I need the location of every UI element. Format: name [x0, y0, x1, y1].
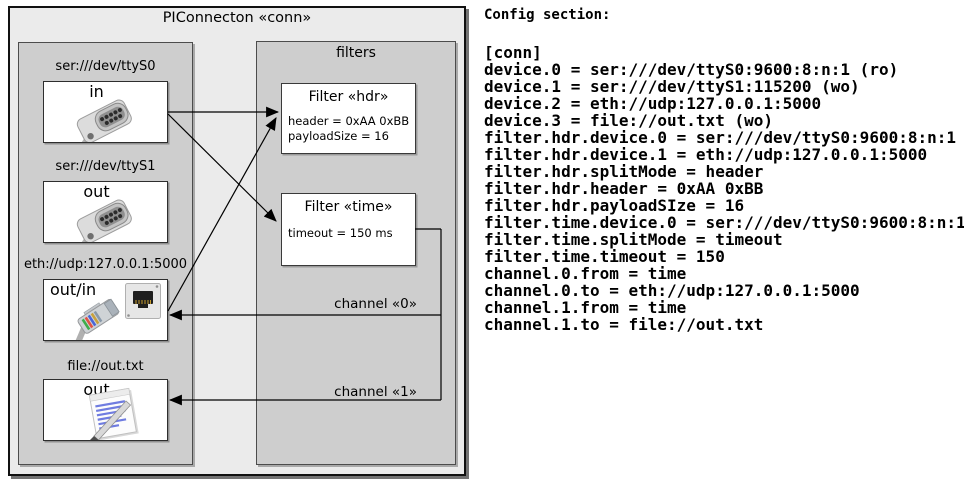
config-line: filter.hdr.header = 0xAA 0xBB [484, 179, 764, 198]
config-line: [conn] [484, 43, 542, 62]
device-label-ttys1: ser:///dev/ttyS1 [55, 159, 156, 174]
serial-connector-icon [74, 99, 132, 142]
config-line: filter.hdr.payloadSIze = 16 [484, 196, 745, 215]
filters-panel-title: filters [336, 45, 376, 61]
config-line: filter.time.device.0 = ser:///dev/ttyS0:… [484, 213, 964, 232]
device-box-ttys1: out [43, 181, 168, 243]
device-label-ttys0: ser:///dev/ttyS0 [55, 59, 156, 74]
config-line: channel.0.from = time [484, 264, 687, 283]
config-line: filter.hdr.device.0 = ser:///dev/ttyS0:9… [484, 128, 957, 147]
config-lines: [conn] device.0 = ser:///dev/ttyS0:9600:… [484, 44, 964, 333]
network-port-icon [125, 283, 161, 319]
filter-property: header = 0xAA 0xBB [288, 114, 410, 128]
config-line: channel.1.to = file://out.txt [484, 315, 764, 334]
device-box-ttys0: in [43, 81, 168, 143]
config-line: filter.time.timeout = 150 [484, 247, 725, 266]
config-line: filter.hdr.splitMode = header [484, 162, 764, 181]
piconnection-diagram: PIConnecton «conn» ser:///dev/ttyS0 in [8, 6, 466, 476]
config-line: device.2 = eth://udp:127.0.0.1:5000 [484, 94, 822, 113]
config-line: device.0 = ser:///dev/ttyS0:9600:8:n:1 (… [484, 60, 899, 79]
device-label-file: file://out.txt [67, 359, 144, 374]
config-line: channel.1.from = time [484, 298, 687, 317]
ethernet-connector-icon [69, 298, 120, 340]
config-line: filter.hdr.device.1 = eth://udp:127.0.0.… [484, 145, 928, 164]
config-section-title: Config section: [484, 7, 611, 23]
filter-property: timeout = 150 ms [288, 226, 393, 240]
device-label-eth: eth://udp:127.0.0.1:5000 [23, 257, 188, 272]
device-direction: out/in [50, 280, 97, 299]
channel-0-label: channel «0» [334, 296, 417, 312]
device-box-eth: out/in [43, 279, 168, 341]
device-box-file: out [43, 379, 168, 441]
diagram-title: PIConnecton «conn» [162, 10, 312, 26]
filter-title: Filter «hdr» [308, 89, 389, 105]
notepad-icon [88, 387, 139, 440]
filter-box-time: Filter «time» timeout = 150 ms [281, 193, 416, 266]
channel-1-label: channel «1» [334, 384, 417, 400]
filter-box-hdr: Filter «hdr» header = 0xAA 0xBB payloadS… [281, 83, 416, 154]
device-direction: out [83, 182, 110, 201]
device-direction: in [89, 82, 104, 101]
filter-property: payloadSize = 16 [288, 129, 389, 143]
config-line: device.1 = ser:///dev/ttyS1:115200 (wo) [484, 77, 860, 96]
config-line: device.3 = file://out.txt (wo) [484, 111, 773, 130]
config-line: channel.0.to = eth://udp:127.0.0.1:5000 [484, 281, 860, 300]
config-line: filter.time.splitMode = timeout [484, 230, 783, 249]
devices-panel: ser:///dev/ttyS0 in ser:///dev/ttyS1 [18, 42, 193, 465]
filter-title: Filter «time» [304, 199, 393, 215]
serial-connector-icon [74, 199, 132, 242]
filters-panel: filters Filter «hdr» header = 0xAA 0xBB … [256, 41, 456, 465]
